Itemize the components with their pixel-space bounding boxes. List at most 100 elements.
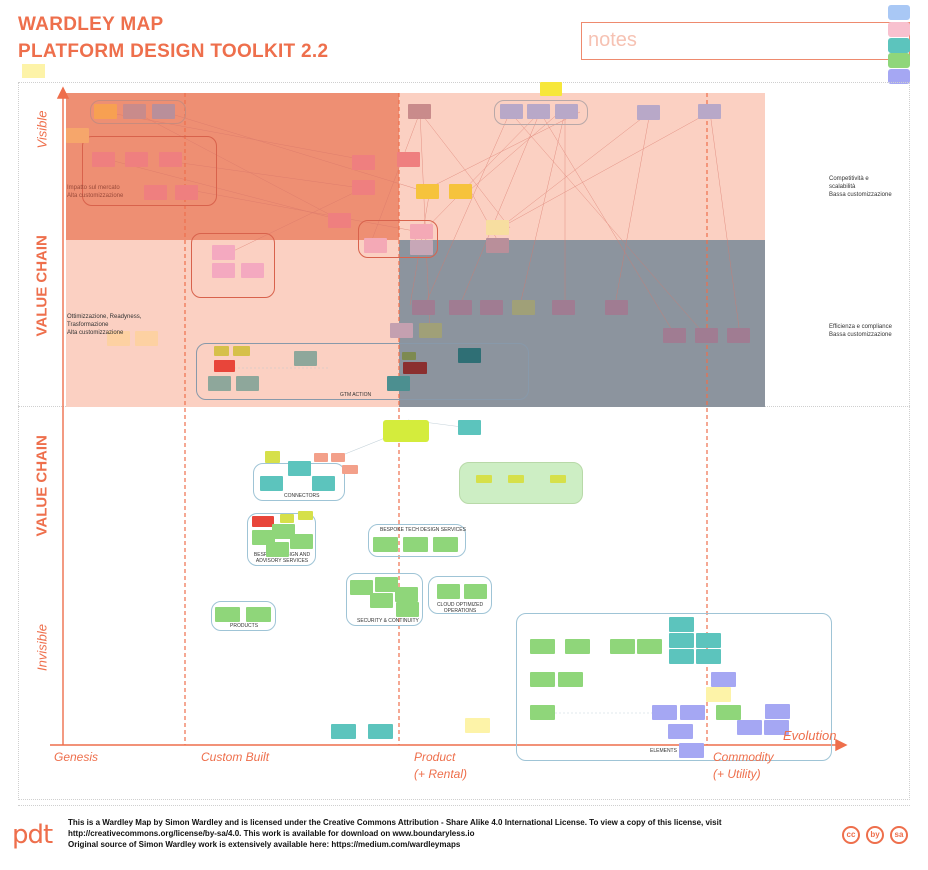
- sticky[interactable]: [419, 323, 442, 338]
- sticky[interactable]: [669, 649, 694, 664]
- sticky[interactable]: [696, 633, 721, 648]
- sticky[interactable]: [402, 352, 416, 360]
- sticky[interactable]: [252, 530, 275, 545]
- sticky[interactable]: [464, 584, 487, 599]
- sticky[interactable]: [236, 376, 259, 391]
- sticky[interactable]: [352, 155, 375, 170]
- sticky[interactable]: [698, 104, 721, 119]
- sticky[interactable]: [314, 453, 328, 462]
- sticky[interactable]: [370, 593, 393, 608]
- sticky[interactable]: [390, 323, 413, 338]
- sticky[interactable]: [159, 152, 182, 167]
- sticky[interactable]: [265, 451, 280, 463]
- sticky[interactable]: [550, 475, 566, 483]
- cluster-elements[interactable]: [516, 613, 832, 761]
- cluster-cloud[interactable]: [428, 576, 492, 614]
- sticky[interactable]: [397, 152, 420, 167]
- sticky[interactable]: [272, 524, 295, 539]
- sticky[interactable]: [727, 328, 750, 343]
- sticky[interactable]: [668, 724, 693, 739]
- sticky[interactable]: [396, 602, 419, 617]
- sticky[interactable]: [512, 300, 535, 315]
- sticky[interactable]: [558, 672, 583, 687]
- sticky[interactable]: [152, 104, 175, 119]
- sticky[interactable]: [352, 180, 375, 195]
- sticky[interactable]: [298, 511, 313, 520]
- sticky[interactable]: [476, 475, 492, 483]
- sticky[interactable]: [679, 743, 704, 758]
- sticky[interactable]: [375, 577, 398, 592]
- cluster-business[interactable]: [247, 513, 316, 566]
- sticky[interactable]: [266, 542, 289, 557]
- swatch-blue[interactable]: [888, 5, 910, 20]
- cluster-mid[interactable]: [358, 220, 438, 258]
- sticky[interactable]: [212, 263, 235, 278]
- sticky[interactable]: [144, 185, 167, 200]
- sticky[interactable]: [241, 263, 264, 278]
- sticky[interactable]: [410, 224, 433, 239]
- sticky[interactable]: [233, 346, 250, 356]
- sticky[interactable]: [680, 705, 705, 720]
- cluster-top-1[interactable]: [90, 100, 186, 124]
- sticky[interactable]: [123, 104, 146, 119]
- sticky[interactable]: [449, 184, 472, 199]
- cluster-impact[interactable]: [82, 136, 217, 206]
- sticky[interactable]: [737, 720, 762, 735]
- sticky[interactable]: [530, 639, 555, 654]
- sticky[interactable]: [555, 104, 578, 119]
- sticky[interactable]: [449, 300, 472, 315]
- sticky[interactable]: [433, 537, 458, 552]
- cluster-gtm[interactable]: [196, 343, 529, 400]
- sticky[interactable]: [94, 104, 117, 119]
- sticky[interactable]: [508, 475, 524, 483]
- sticky[interactable]: [350, 580, 373, 595]
- sticky[interactable]: [500, 104, 523, 119]
- sticky[interactable]: [706, 687, 731, 702]
- sticky[interactable]: [637, 105, 660, 120]
- sticky[interactable]: [486, 238, 509, 253]
- sticky[interactable]: [403, 537, 428, 552]
- sticky[interactable]: [252, 516, 274, 527]
- sticky[interactable]: [215, 607, 240, 622]
- sticky[interactable]: [214, 346, 229, 356]
- sticky[interactable]: [527, 104, 550, 119]
- sticky[interactable]: [290, 534, 313, 549]
- sticky[interactable]: [246, 607, 271, 622]
- sticky[interactable]: [695, 328, 718, 343]
- cluster-products[interactable]: [211, 601, 276, 631]
- sticky[interactable]: [652, 705, 677, 720]
- sticky[interactable]: [364, 238, 387, 253]
- sticky[interactable]: [368, 724, 393, 739]
- sticky[interactable]: [416, 184, 439, 199]
- sticky[interactable]: [408, 104, 431, 119]
- sticky[interactable]: [135, 331, 158, 346]
- sticky[interactable]: [387, 376, 410, 391]
- sticky[interactable]: [214, 360, 235, 372]
- cluster-top-2[interactable]: [494, 100, 588, 125]
- swatch-teal[interactable]: [888, 38, 910, 53]
- sticky[interactable]: [107, 331, 130, 346]
- sticky[interactable]: [280, 514, 294, 523]
- sticky[interactable]: [716, 705, 741, 720]
- swatch-green[interactable]: [888, 53, 910, 68]
- sticky[interactable]: [530, 672, 555, 687]
- sticky[interactable]: [437, 584, 460, 599]
- sticky[interactable]: [465, 718, 490, 733]
- sticky[interactable]: [125, 152, 148, 167]
- sticky[interactable]: [669, 633, 694, 648]
- sticky[interactable]: [530, 705, 555, 720]
- sticky[interactable]: [637, 639, 662, 654]
- sticky[interactable]: [395, 587, 418, 602]
- sticky[interactable]: [765, 704, 790, 719]
- sticky[interactable]: [412, 300, 435, 315]
- sticky[interactable]: [328, 213, 351, 228]
- sticky[interactable]: [175, 185, 198, 200]
- sticky[interactable]: [288, 461, 311, 476]
- sticky[interactable]: [342, 465, 358, 474]
- sticky[interactable]: [711, 672, 736, 687]
- sticky[interactable]: [331, 724, 356, 739]
- sticky[interactable]: [696, 649, 721, 664]
- sticky[interactable]: [605, 300, 628, 315]
- sticky[interactable]: [66, 128, 89, 143]
- sticky[interactable]: [565, 639, 590, 654]
